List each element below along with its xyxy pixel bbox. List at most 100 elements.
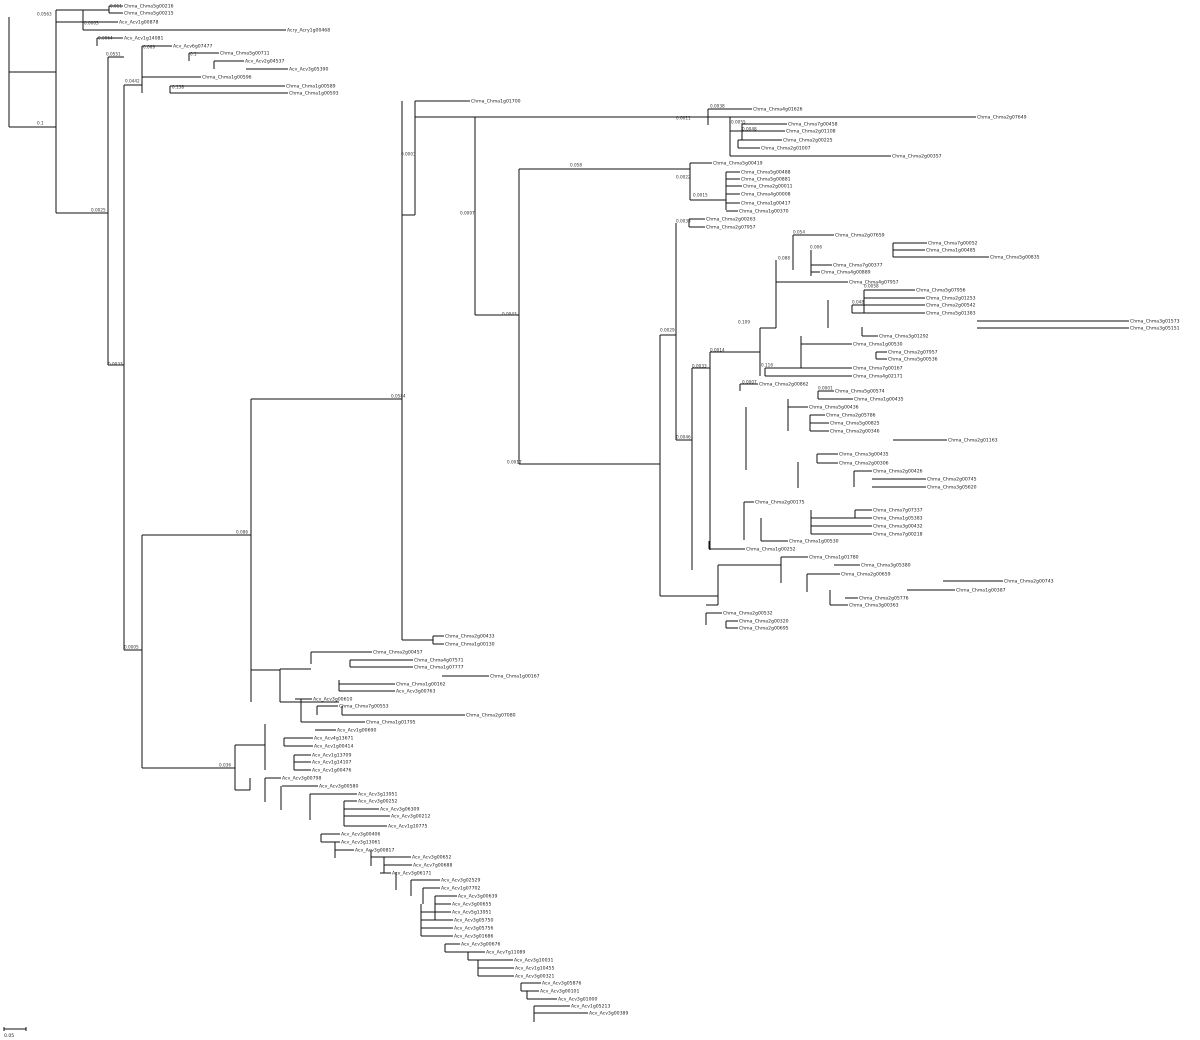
leaf-label: Chma_Chma1g00252 xyxy=(746,547,796,553)
leaf-label: Chma_Chma1g01795 xyxy=(366,720,416,726)
leaf-label: Chma_Chma5g00419 xyxy=(713,161,763,167)
leaf-label: Chma_Chma3g05151 xyxy=(1130,326,1180,332)
leaf-label: Chma_Chma2g00457 xyxy=(373,650,423,656)
leaf-label: Chma_Chma2g05776 xyxy=(859,596,909,602)
leaf-label: Chma_Chma1g00370 xyxy=(739,209,789,215)
leaf-label: Acv_Acv4g13671 xyxy=(314,736,353,742)
branch-support-label: 0.0063 xyxy=(84,21,99,26)
branch-support-label: 0.0033 xyxy=(676,219,691,224)
leaf-label: Chma_Chma2g00225 xyxy=(783,138,833,144)
leaf-label: Acv_Acv5g13951 xyxy=(452,910,491,916)
leaf-label: Chma_Chma1g05383 xyxy=(873,516,923,522)
leaf-label: Chma_Chma5g07956 xyxy=(916,288,966,294)
branch-support-label: 0.0563 xyxy=(37,12,52,17)
leaf-label: Chma_Chma2g00695 xyxy=(739,626,789,632)
branch-support-label: 0.0584 xyxy=(391,394,406,399)
branch-support-label: 0.069 xyxy=(143,45,155,50)
leaf-label: Chma_Chma5g00825 xyxy=(830,421,880,427)
leaf-label: Chma_Chma1g00167 xyxy=(490,674,540,680)
leaf-label: Acv_Acv1g10775 xyxy=(388,824,427,830)
leaf-label: Chma_Chma2g00357 xyxy=(892,154,942,160)
leaf-label: Chma_Chma1g00596 xyxy=(202,75,252,81)
leaf-label: Chma_Chma2g00745 xyxy=(927,477,977,483)
leaf-label: Chma_Chma3g05380 xyxy=(861,563,911,569)
branch-support-label: 0.0064 xyxy=(98,36,113,41)
leaf-label: Acv_Acv3g00406 xyxy=(341,832,380,838)
branch-support-label: 0.0017 xyxy=(507,460,522,465)
branch-support-label: 0.036 xyxy=(219,763,231,768)
leaf-label: Chma_Chma2g01163 xyxy=(948,438,998,444)
branch-support-label: 0.086 xyxy=(236,530,248,535)
leaf-label: Acv_Acv3g00798 xyxy=(282,776,321,782)
leaf-label: Chma_Chma2g00346 xyxy=(830,429,880,435)
leaf-label: Chma_Chma2g07957 xyxy=(706,225,756,231)
leaf-label: Chma_Chma5g00488 xyxy=(741,170,791,176)
leaf-label: Chma_Chma2g00433 xyxy=(445,634,495,640)
leaf-label: Acv_Acv3g05876 xyxy=(542,981,581,987)
leaf-label: Chma_Chma4g07571 xyxy=(414,658,464,664)
leaf-label: Chma_Chma1g00530 xyxy=(789,539,839,545)
leaf-label: Chma_Chma1g00589 xyxy=(286,84,336,90)
leaf-label: Chma_Chma5g00215 xyxy=(124,11,174,17)
leaf-label: Chma_Chma1g00387 xyxy=(956,588,1006,594)
leaf-label: Chma_Chma2g01108 xyxy=(786,129,836,135)
leaf-label: Chma_Chma2g00320 xyxy=(739,619,789,625)
leaf-label: Chma_Chma2g00532 xyxy=(723,611,773,617)
branch-support-label: 0.0014 xyxy=(710,348,725,353)
leaf-label: Chma_Chma2g00306 xyxy=(839,461,889,467)
leaf-label: Chma_Chma4g07957 xyxy=(849,280,899,286)
leaf-label: Acv_Acv1g14107 xyxy=(312,760,351,766)
leaf-label: Chma_Chma3g01573 xyxy=(1130,319,1180,325)
leaf-label: Acv_Acv3g06171 xyxy=(392,871,431,877)
branch-support-label: 0.0033 xyxy=(108,362,123,367)
branch-support-label: 0.006 xyxy=(810,245,822,250)
leaf-label: Acv_Acv3g06309 xyxy=(380,807,419,813)
leaf-label: Chma_Chma7g00377 xyxy=(833,263,883,269)
leaf-label: Chma_Chma5g00881 xyxy=(741,177,791,183)
leaf-label: Acv_Acv3g00389 xyxy=(589,1011,628,1017)
leaf-label: Chma_Chma5g00711 xyxy=(220,51,270,57)
branch-support-label: 0.0055 xyxy=(731,120,746,125)
branch-support-label: 0.0038 xyxy=(710,104,725,109)
leaf-label: Chma_Chma1g00130 xyxy=(445,642,495,648)
leaf-label: Acv_Acv1g05213 xyxy=(571,1004,610,1010)
leaf-label: Acv_Acv3g00580 xyxy=(319,784,358,790)
branch-support-label: 0.0003 xyxy=(401,152,416,157)
leaf-label: Acv_Acv3g01686 xyxy=(454,934,493,940)
leaf-labels: Chma_Chma5g00216Chma_Chma5g00215Acv_Acv1… xyxy=(119,4,1180,1017)
leaf-label: Chma_Chma1g00485 xyxy=(926,248,976,254)
branch-support-label: 0.0025 xyxy=(91,208,106,213)
leaf-label: Chma_Chma5g00436 xyxy=(809,405,859,411)
branch-support-label: 0.0048 xyxy=(742,127,757,132)
leaf-label: Acv_Acv1g13709 xyxy=(312,753,351,759)
leaf-label: Acv_Acv3g02529 xyxy=(441,878,480,884)
leaf-label: Acv_Acv1g00476 xyxy=(312,768,351,774)
branch-support-label: 0.0007 xyxy=(742,380,757,385)
leaf-label: Chma_Chma5g00835 xyxy=(990,255,1040,261)
leaf-label: Acv_Acv3g00212 xyxy=(391,814,430,820)
branch-support-label: 0.0022 xyxy=(676,175,691,180)
leaf-label: Chma_Chma5g00536 xyxy=(888,357,938,363)
leaf-label: Acv_Acv7g00688 xyxy=(413,863,452,869)
leaf-label: Acv_Acv1g00878 xyxy=(119,20,158,26)
branch-support-label: 0.0043 xyxy=(502,312,517,317)
branch-support-label: 0.0058 xyxy=(864,284,879,289)
leaf-label: Chma_Chma2g01007 xyxy=(761,146,811,152)
leaf-label: Acv_Acv3g00817 xyxy=(355,848,394,854)
leaf-label: Acv_Acv3g00610 xyxy=(313,697,352,703)
leaf-label: Chma_Chma2g01253 xyxy=(926,296,976,302)
leaf-label: Chma_Chma3g00363 xyxy=(849,603,899,609)
branch-support-label: 0.116 xyxy=(761,363,773,368)
leaf-label: Chma_Chma2g07659 xyxy=(835,233,885,239)
leaf-label: Acv_Acv3g00252 xyxy=(358,799,397,805)
leaf-label: Chma_Chma1g00162 xyxy=(396,682,446,688)
leaf-label: Chma_Chma1g01700 xyxy=(471,99,521,105)
leaf-label: Chma_Chma2g00263 xyxy=(706,217,756,223)
branch-support-label: 0.048 xyxy=(852,300,864,305)
leaf-label: Chma_Chma4g01626 xyxy=(753,107,803,113)
leaf-label: Acv_Acv3g01000 xyxy=(558,997,597,1003)
branch-support-label: 0.0033 xyxy=(692,364,707,369)
leaf-label: Acv_Acv3g13061 xyxy=(341,840,380,846)
leaf-label: Chma_Chma1g00417 xyxy=(741,201,791,207)
